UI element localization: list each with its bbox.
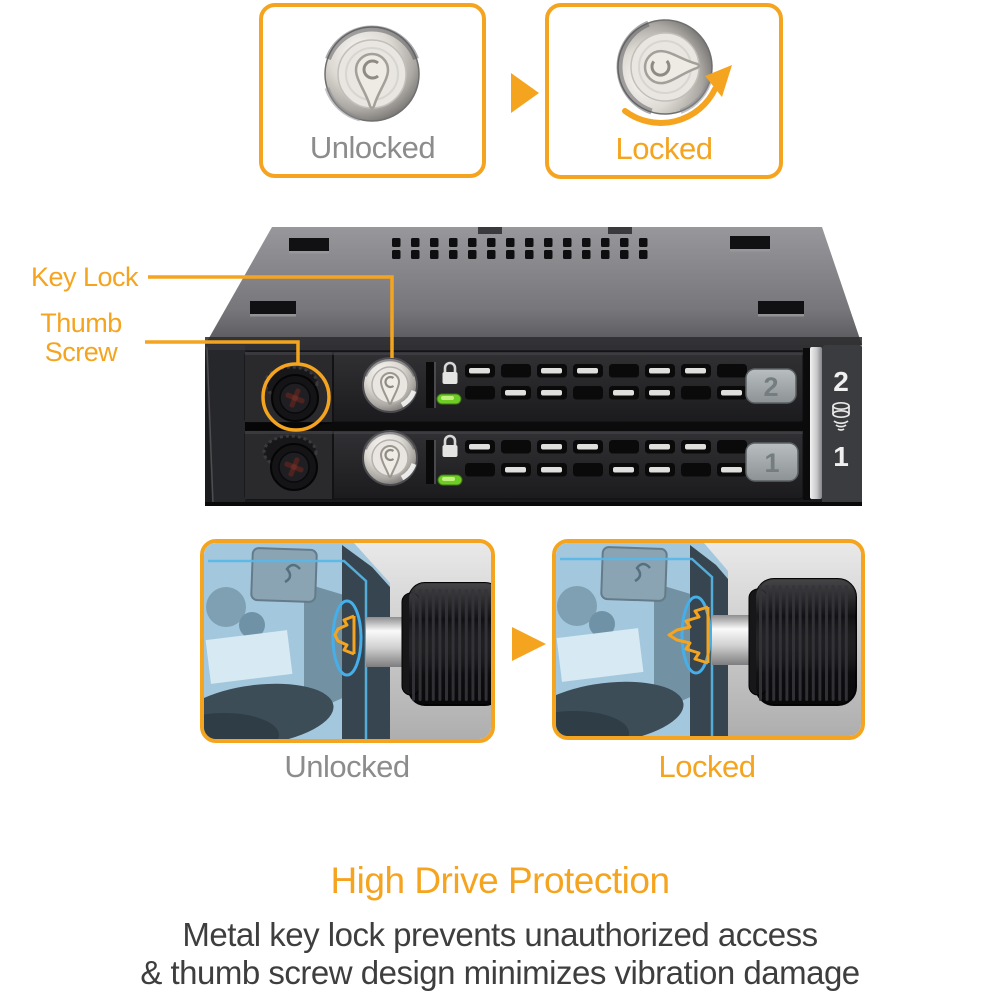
screw-unlocked-label: Unlocked [284,749,410,784]
bezel-left-wall [205,345,245,506]
tray1-vent-grille [465,440,747,477]
bay1-number: 1 [833,441,849,472]
chassis-top [205,227,862,345]
thumb-screw-knob [401,582,491,706]
screw-unlocked-panel [200,539,495,743]
tray2-vent-grille [465,364,747,400]
top-punched-slots [250,236,804,317]
drive-tray-2[interactable]: 2 [244,351,804,423]
drive-tray-1[interactable]: 1 [244,431,804,500]
arrow-right-icon [511,73,539,113]
thumb-screw-knob [748,578,857,706]
eject-rail[interactable] [810,347,822,499]
key-unlocked-panel: Unlocked [259,3,486,178]
screw-tip-highlight-ellipse [680,595,712,675]
tray2-tab[interactable] [745,368,797,404]
arrow-right-icon [512,627,546,661]
screw-locked-label: Locked [658,749,756,784]
bay2-number: 2 [833,366,849,397]
screw-tip-highlight-ellipse [331,599,363,677]
tray1-tab-number: 1 [764,448,779,478]
key-locked-photo [549,7,732,126]
screw-locked-panel [552,539,865,740]
tray1-tab[interactable] [745,442,799,482]
key-locked-label: Locked [615,131,713,166]
footer-title: High Drive Protection [330,860,670,901]
callout-leader-lines [145,275,394,432]
screw-unlocked-photo [204,543,491,739]
key-unlocked-label: Unlocked [309,130,436,165]
screw-tip-unlocked-glyph [333,614,356,656]
tray2-tab-number: 2 [763,372,778,402]
hdd-icon [832,401,850,431]
top-vent-holes [392,238,648,259]
screw-tip-locked-glyph [667,605,710,665]
tray1-key-lock[interactable] [363,431,417,485]
screw-locked-photo [556,543,861,736]
key-locked-panel: Locked [545,3,783,179]
footer-line2: & thumb screw design minimizes vibration… [140,954,860,991]
thumb-screw-callout-label: Thumb Screw [40,308,122,367]
footer-line1: Metal key lock prevents unauthorized acc… [182,916,818,953]
key-lock-callout-label: Key Lock [30,262,139,292]
thumb-screw-highlight-circle [261,362,331,432]
bay-number-strip [822,345,862,506]
rotate-arrow-icon [622,86,718,126]
tray2-key-lock[interactable] [363,358,417,412]
